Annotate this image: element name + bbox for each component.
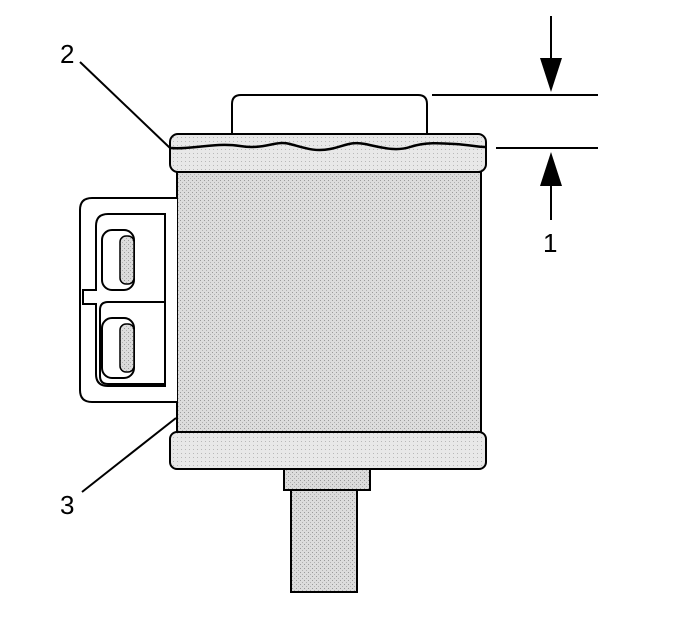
fluid-level-line [170,141,486,152]
side-bracket [79,197,177,403]
connector-terminal-lower [101,317,135,379]
connector-terminal-upper [101,229,135,291]
outlet-fitting-nipple [290,489,358,593]
reservoir-body [176,171,482,433]
leader-line-2 [79,61,171,149]
outlet-fitting-collar [283,468,371,491]
lower-rim [169,431,487,470]
arrow-up-icon [540,152,562,186]
callout-2: 2 [60,39,74,69]
leader-line-3 [81,417,177,493]
dimension-indicator [432,16,598,220]
upper-rim [169,133,487,173]
arrow-down-icon [540,58,562,92]
callout-1: 1 [543,228,557,258]
callout-3: 3 [60,490,74,520]
reservoir-cap [231,94,428,146]
